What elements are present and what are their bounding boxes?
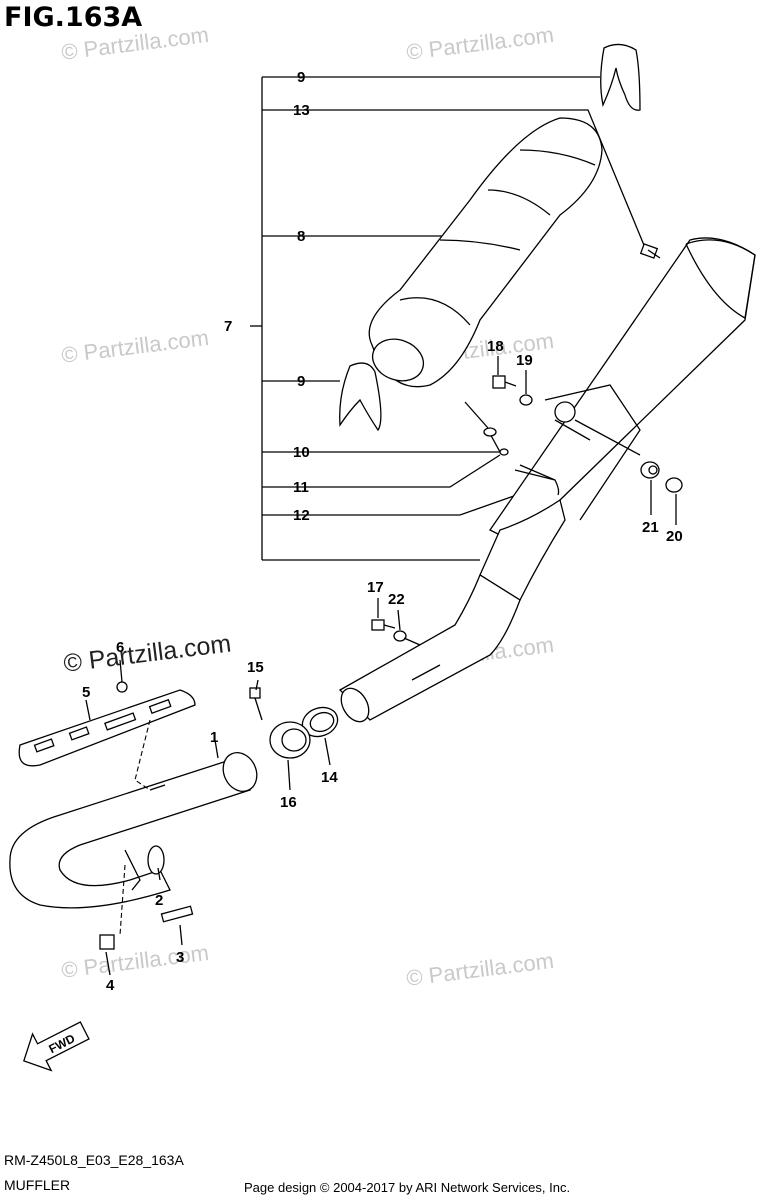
muffler-body — [479, 237, 756, 601]
callout-21: 21 — [642, 519, 659, 536]
part-4-nut — [99, 934, 115, 950]
callout-7: 7 — [224, 318, 232, 335]
part-20-collar — [665, 477, 683, 493]
part-6-bolt — [116, 681, 128, 693]
part-3-stud — [160, 905, 194, 923]
callout-22: 22 — [388, 591, 405, 608]
assembly-bracket — [250, 76, 647, 561]
fig-title: FIG.163A — [4, 2, 143, 33]
callout-13: 13 — [293, 102, 310, 119]
callout-16: 16 — [280, 794, 297, 811]
callout-2: 2 — [155, 892, 163, 909]
callout-11: 11 — [293, 479, 309, 496]
callout-19: 19 — [516, 352, 533, 369]
part-15-bolt — [249, 687, 263, 721]
part-10-rivet — [464, 401, 497, 437]
fwd-arrow-icon: FWD — [23, 1021, 90, 1072]
callout-5: 5 — [82, 684, 90, 701]
part-2-gasket — [147, 845, 165, 875]
callout-6: 6 — [116, 639, 124, 656]
part-16-clamp — [269, 721, 311, 759]
part-17-bolt — [371, 619, 396, 631]
callout-12: 12 — [293, 507, 310, 524]
part-11-washer — [499, 448, 509, 456]
part-9-insulator-top — [600, 43, 641, 111]
callout-9-top: 9 — [297, 69, 305, 86]
callout-15: 15 — [247, 659, 264, 676]
part-22-washer — [393, 630, 407, 642]
part-9-insulator-bottom — [339, 362, 382, 432]
callout-9-bottom: 9 — [297, 373, 305, 390]
part-21-grommet — [640, 461, 660, 479]
callout-10: 10 — [293, 444, 310, 461]
part-8-packing — [368, 117, 603, 388]
callout-18: 18 — [487, 338, 504, 355]
part-18-bolt — [492, 375, 517, 389]
callout-3: 3 — [176, 949, 184, 966]
part-1-header-pipe — [9, 752, 258, 909]
callout-14: 14 — [321, 769, 338, 786]
callout-20: 20 — [666, 528, 683, 545]
callout-4: 4 — [106, 977, 115, 994]
section-name: MUFFLER — [4, 1177, 71, 1193]
part-5-heat-shield — [18, 689, 196, 767]
mid-pipe — [338, 574, 521, 723]
figure-code: RM-Z450L8_E03_E28_163A — [4, 1152, 184, 1168]
callout-labels: 1 2 3 4 5 6 7 8 9 9 10 11 12 13 14 15 16… — [82, 69, 683, 994]
part-19-washer — [519, 394, 533, 406]
callout-1: 1 — [210, 729, 218, 746]
part-13-screw — [639, 243, 661, 259]
page-credit: Page design © 2004-2017 by ARI Network S… — [244, 1180, 571, 1195]
callout-8: 8 — [297, 228, 305, 245]
callout-17: 17 — [367, 579, 384, 596]
